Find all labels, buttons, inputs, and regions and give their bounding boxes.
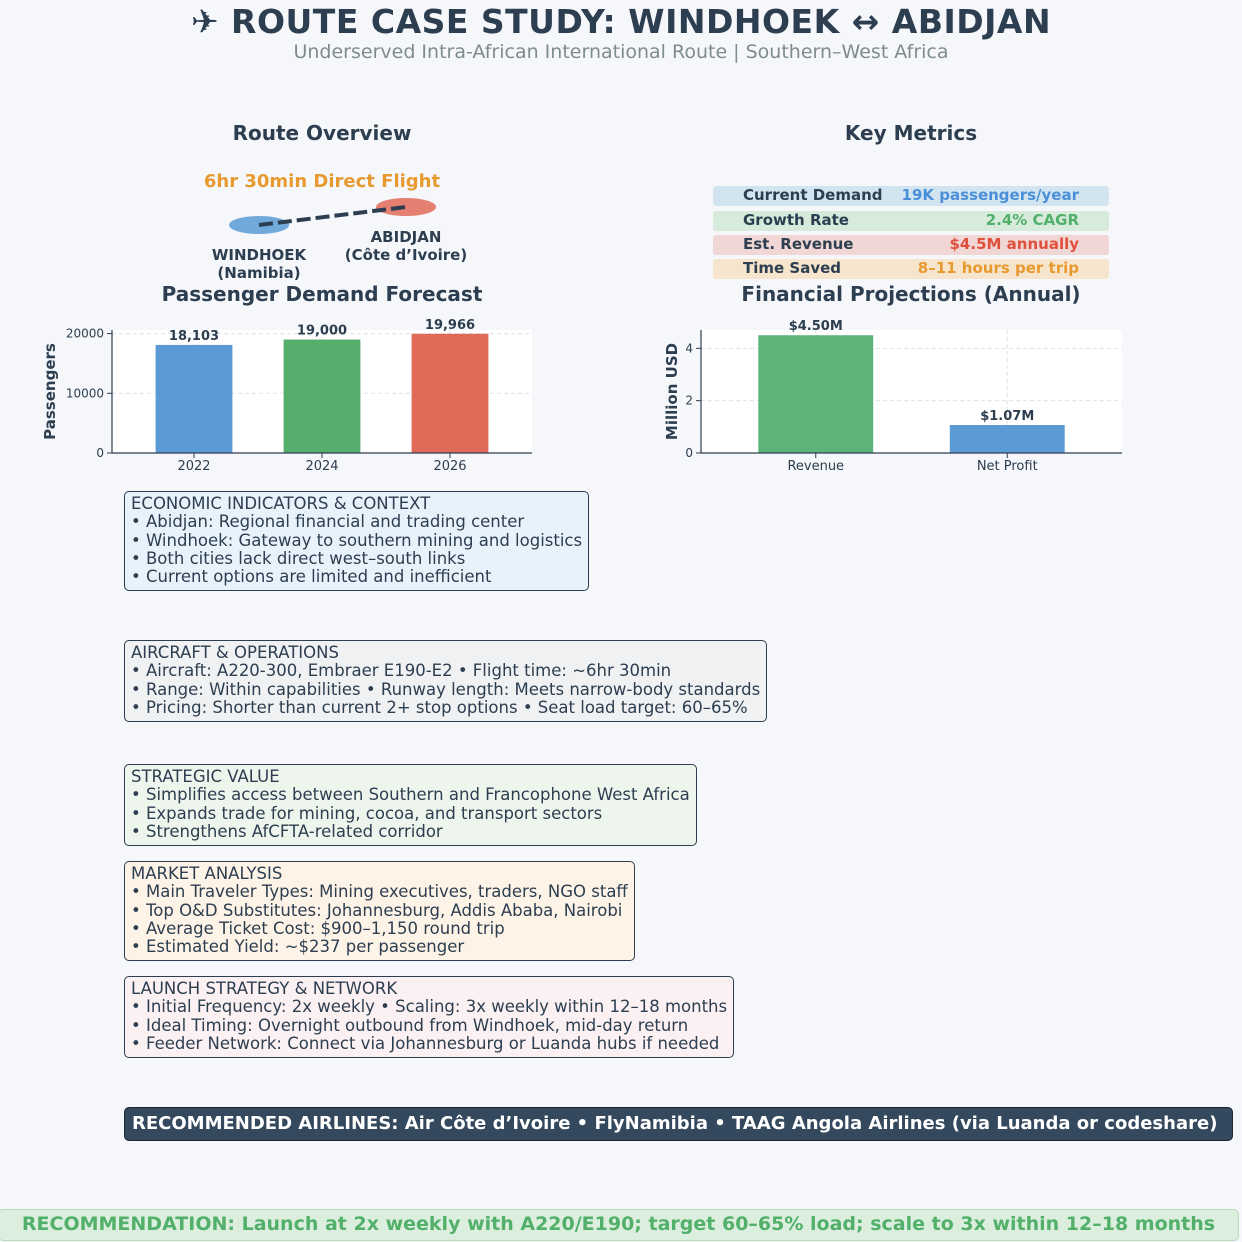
recommendation-bar: RECOMMENDATION: Launch at 2x weekly with… [0,1209,1239,1241]
bar-value-label: $1.07M [980,409,1034,424]
bar-value-label: 19,000 [297,324,347,339]
box-title: AIRCRAFT & OPERATIONS [131,643,339,662]
flight-path-line [258,205,407,227]
destination-city: ABIDJAN [370,228,442,246]
page-title: ✈ ROUTE CASE STUDY: WINDHOEK ↔ ABIDJAN [190,2,1052,41]
market-analysis-box: MARKET ANALYSIS • Main Traveler Types: M… [124,861,635,962]
destination-country: (Côte d’Ivoire) [344,246,468,264]
origin-city: WINDHOEK [211,246,307,264]
box-line: • Range: Within capabilities • Runway le… [131,679,761,699]
bar [283,339,361,453]
x-tick-label: 2026 [433,459,466,474]
recommended-airlines-bar: RECOMMENDED AIRLINES: Air Côte d’Ivoire … [124,1107,1233,1141]
flight-duration-label: 6hr 30min Direct Flight [203,171,441,192]
aircraft-operations-box: AIRCRAFT & OPERATIONS • Aircraft: A220-3… [124,640,768,723]
chart-title: Passenger Demand Forecast [162,282,483,306]
y-tick-label: 10000 [66,386,104,400]
box-line: • Aircraft: A220-300, Embraer E190-E2 • … [131,661,672,681]
box-title: LAUNCH STRATEGY & NETWORK [131,979,398,998]
bar-value-label: 18,103 [169,329,219,344]
box-line: • Current options are limited and ineffi… [131,567,492,587]
launch-strategy-box: LAUNCH STRATEGY & NETWORK • Initial Freq… [124,976,735,1059]
metric-row: Growth Rate 2.4% CAGR [713,211,1109,231]
box-line: • Simplifies access between Southern and… [131,785,690,805]
metric-row: Time Saved 8–11 hours per trip [713,259,1109,279]
box-title: ECONOMIC INDICATORS & CONTEXT [131,494,431,513]
passenger-demand-chart: Passenger Demand Forecast 0 10000 20000 18,1… [41,282,532,474]
y-tick-label: 4 [685,341,693,355]
metric-row: Current Demand 19K passengers/year [713,186,1109,206]
y-tick-label: 0 [685,446,693,460]
metric-value: 19K passengers/year [901,186,1079,204]
bar [411,333,489,453]
financial-projections-chart: Financial Projections (Annual) 0 2 4 $4.50M R… [663,282,1122,474]
bar [758,335,874,453]
y-axis-label: Passengers [41,343,59,440]
bar-value-label: $4.50M [789,319,843,334]
box-title: STRATEGIC VALUE [131,767,280,786]
box-line: • Feeder Network: Connect via Johannesbu… [131,1033,720,1053]
x-tick-label: Revenue [787,459,844,474]
metric-row: Est. Revenue $4.5M annually [713,235,1109,255]
metric-value: $4.5M annually [949,235,1080,253]
x-tick-label: Net Profit [977,459,1038,474]
origin-country: (Namibia) [217,264,301,282]
box-line: • Expands trade for mining, cocoa, and t… [131,803,603,823]
key-metrics-heading: Key Metrics [844,121,978,145]
bar [155,344,233,453]
x-tick-label: 2022 [177,459,210,474]
y-axis-label: Million USD [663,343,681,440]
bar [949,424,1065,453]
metric-value: 2.4% CAGR [985,211,1079,229]
bar-value-label: 19,966 [425,318,475,333]
box-line: • Ideal Timing: Overnight outbound from … [131,1015,689,1035]
x-tick-label: 2024 [305,459,338,474]
y-tick-label: 0 [96,446,104,460]
box-line: • Strengthens AfCFTA-related corridor [131,821,443,841]
economic-indicators-box: ECONOMIC INDICATORS & CONTEXT • Abidjan:… [124,491,590,592]
box-line: • Abidjan: Regional financial and tradin… [131,512,525,532]
y-tick-label: 20000 [66,327,104,341]
box-line: • Pricing: Shorter than current 2+ stop … [131,697,748,717]
box-line: • Main Traveler Types: Mining executives… [131,882,628,902]
box-line: • Average Ticket Cost: $900–1,150 round … [131,918,505,938]
strategic-value-box: STRATEGIC VALUE • Simplifies access betw… [124,764,697,847]
box-line: • Both cities lack direct west–south lin… [131,548,466,568]
box-title: MARKET ANALYSIS [131,864,283,883]
abidjan-marker [376,198,436,216]
origin-label: WINDHOEK (Namibia) [199,246,319,282]
metric-label: Time Saved [743,259,842,277]
page-subtitle: Underserved Intra-African International … [293,41,949,63]
metric-label: Growth Rate [743,211,849,229]
y-tick-label: 2 [685,394,693,408]
box-line: • Initial Frequency: 2x weekly • Scaling… [131,997,728,1017]
chart-title: Financial Projections (Annual) [741,282,1080,306]
route-overview-heading: Route Overview [232,121,412,145]
destination-label: ABIDJAN (Côte d’Ivoire) [336,228,476,264]
metric-label: Est. Revenue [743,235,854,253]
box-line: • Top O&D Substitutes: Johannesburg, Add… [131,900,623,920]
metric-value: 8–11 hours per trip [917,259,1079,277]
metric-label: Current Demand [743,186,883,204]
route-map [229,198,436,234]
box-line: • Estimated Yield: ~$237 per passenger [131,937,465,957]
box-line: • Windhoek: Gateway to southern mining a… [131,530,583,550]
